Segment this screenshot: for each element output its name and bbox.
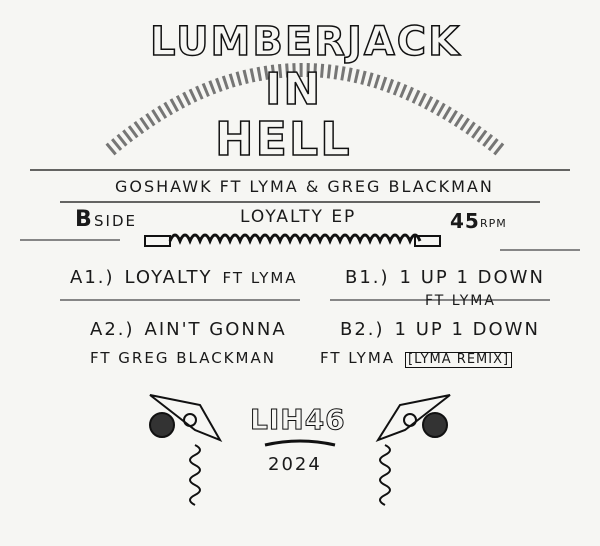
bird-right-icon: [375, 394, 451, 506]
coiled-cable-icon: [144, 233, 441, 247]
track-number: A2.): [90, 319, 135, 340]
title-line-1: LUMBERJACK: [149, 19, 462, 65]
side-label: SIDE: [94, 212, 137, 230]
track-number: B1.): [345, 267, 390, 288]
track-a1: A1.) LOYALTY FT LYMA: [70, 268, 298, 288]
track-feat: FT LYMA: [425, 293, 496, 309]
speed-value: 45: [450, 209, 480, 233]
track-number: A1.): [70, 267, 115, 288]
bird-left-icon: [149, 394, 223, 506]
track-remix: [LYMA REMIX]: [405, 352, 513, 369]
release-year: 2024: [268, 454, 322, 475]
track-feat: FT LYMA: [222, 269, 298, 287]
ep-title: LOYALTY EP: [240, 207, 357, 227]
speed-unit: RPM: [480, 217, 507, 230]
track-title: 1 UP 1 DOWN: [394, 319, 540, 340]
artists: GOSHAWK FT LYMA & GREG BLACKMAN: [115, 177, 494, 196]
track-feat: FT LYMA: [320, 349, 396, 367]
track-number: B2.): [340, 319, 385, 340]
track-feat: FT GREG BLACKMAN: [90, 349, 276, 367]
track-title: AIN'T GONNA: [144, 319, 287, 340]
side-letter: B: [75, 207, 93, 232]
track-title: LOYALTY: [124, 267, 213, 288]
title-line-2: IN: [264, 64, 323, 115]
track-title: 1 UP 1 DOWN: [399, 267, 545, 288]
title-line-3: HELL: [214, 112, 352, 166]
catalog-number: LIH46: [250, 403, 346, 436]
